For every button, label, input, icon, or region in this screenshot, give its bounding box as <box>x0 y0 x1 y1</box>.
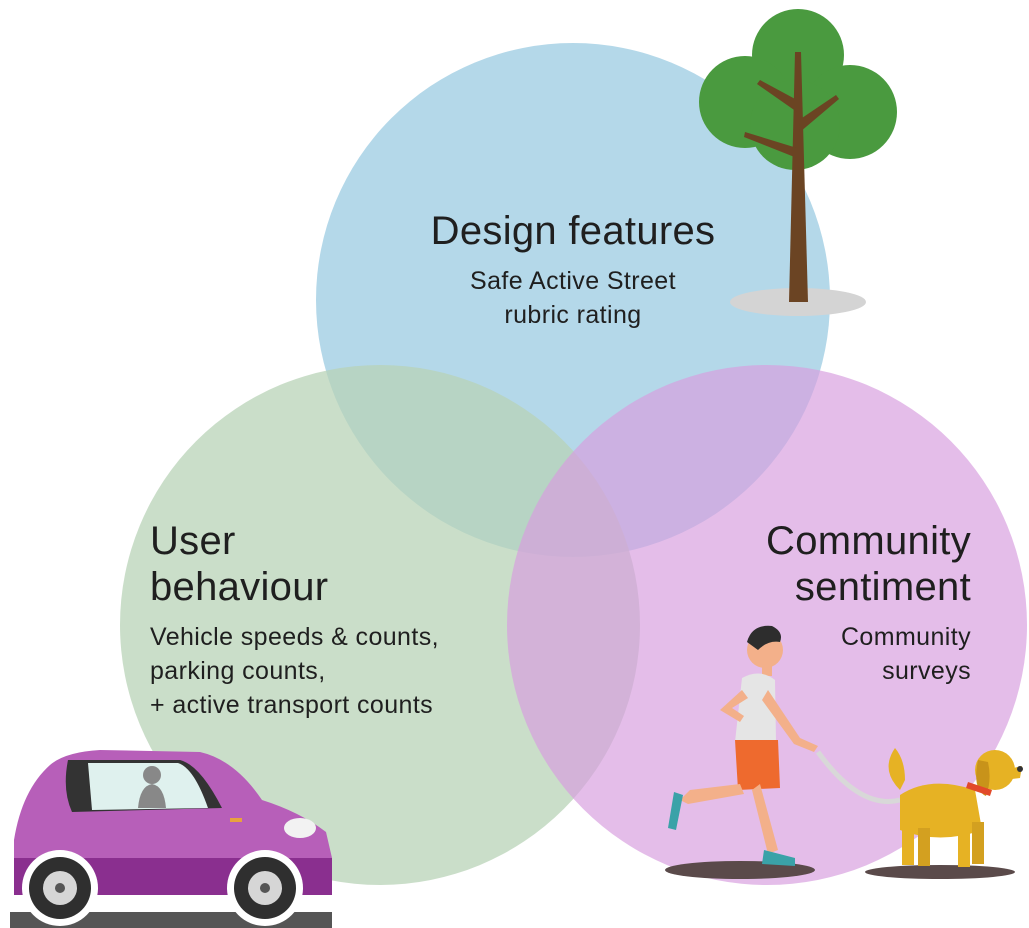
community-sentiment-label: Community sentiment Community surveys <box>671 518 971 688</box>
community-sentiment-line-2: surveys <box>882 657 971 685</box>
tree-icon <box>699 9 897 316</box>
car-icon <box>10 750 332 928</box>
runner-icon <box>665 625 901 879</box>
user-behaviour-line-3: + active transport counts <box>150 691 434 719</box>
community-sentiment-line-1: Community <box>840 623 971 651</box>
dog-icon <box>865 748 1023 879</box>
circle-user-behaviour <box>120 365 640 885</box>
user-behaviour-line-1: Vehicle speeds & counts, <box>150 623 439 651</box>
user-behaviour-label: User behaviour Vehicle speeds & counts, … <box>150 518 510 722</box>
community-sentiment-title-line-2: sentiment <box>794 565 971 609</box>
design-features-label: Design features Safe Active Street rubri… <box>373 208 773 332</box>
user-behaviour-title-line-2: behaviour <box>150 565 329 609</box>
design-features-line-2: rubric rating <box>504 301 642 329</box>
user-behaviour-title-line-1: User <box>150 519 236 563</box>
design-features-title: Design features <box>430 209 716 253</box>
design-features-line-1: Safe Active Street <box>470 267 676 295</box>
community-sentiment-title-line-1: Community <box>766 519 971 563</box>
user-behaviour-line-2: parking counts, <box>150 657 326 685</box>
